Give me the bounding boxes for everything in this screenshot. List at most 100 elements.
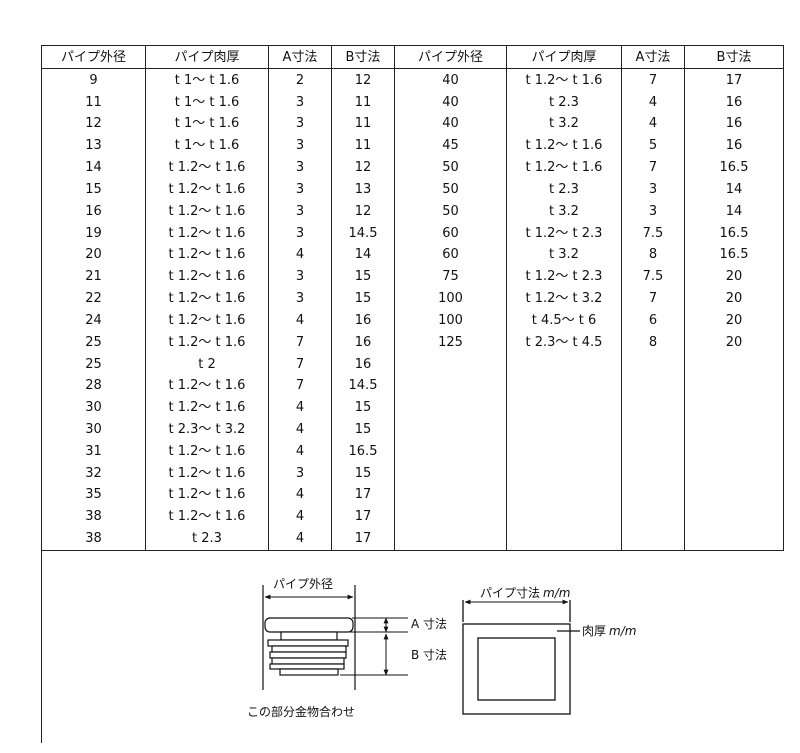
cell-left-b: 16: [331, 331, 395, 354]
cell-right-a: [621, 462, 685, 485]
cell-left-b: 15: [331, 462, 395, 485]
cell-right-wall: [506, 440, 622, 463]
cell-right-od: [394, 484, 507, 506]
cell-left-a: 3: [268, 265, 332, 288]
cell-right-b: [684, 374, 784, 397]
cell-left-od: 11: [41, 91, 146, 113]
diagram-frame: [41, 551, 784, 743]
cell-left-wall: t 1.2〜 t 1.6: [145, 440, 269, 463]
cell-left-b: 14.5: [331, 222, 395, 244]
cell-right-od: 100: [394, 287, 507, 310]
cell-left-b: 16: [331, 353, 395, 375]
cell-left-b: 11: [331, 91, 395, 113]
cell-left-wall: t 1.2〜 t 1.6: [145, 222, 269, 244]
cell-right-a: [621, 353, 685, 375]
cell-left-od: 38: [41, 527, 146, 551]
cell-right-wall: t 1.2〜 t 3.2: [506, 287, 622, 310]
cell-left-wall: t 1.2〜 t 1.6: [145, 462, 269, 485]
cell-right-od: 50: [394, 200, 507, 223]
cell-right-od: 100: [394, 309, 507, 332]
cell-left-b: 13: [331, 178, 395, 201]
cell-right-a: 4: [621, 113, 685, 135]
header-left-od: パイプ外径: [41, 45, 146, 69]
cell-right-wall: [506, 418, 622, 441]
cell-left-a: 3: [268, 200, 332, 223]
cell-right-od: 125: [394, 331, 507, 354]
cell-right-od: 50: [394, 156, 507, 179]
cell-right-a: 6: [621, 309, 685, 332]
cell-left-wall: t 1〜 t 1.6: [145, 134, 269, 157]
cell-left-b: 11: [331, 113, 395, 135]
cell-left-od: 30: [41, 418, 146, 441]
cell-right-wall: [506, 353, 622, 375]
cell-right-b: [684, 353, 784, 375]
cell-right-b: [684, 527, 784, 551]
header-left-wall: パイプ肉厚: [145, 45, 269, 69]
cell-right-wall: [506, 374, 622, 397]
header-left-a: A寸法: [268, 45, 332, 69]
cell-left-a: 4: [268, 243, 332, 266]
cell-right-wall: t 1.2〜 t 1.6: [506, 156, 622, 179]
cell-right-od: 40: [394, 113, 507, 135]
cell-right-b: [684, 462, 784, 485]
cell-left-a: 3: [268, 156, 332, 179]
cell-left-od: 13: [41, 134, 146, 157]
cell-left-a: 3: [268, 113, 332, 135]
cell-left-a: 3: [268, 178, 332, 201]
cell-left-b: 16.5: [331, 440, 395, 463]
cell-left-od: 9: [41, 68, 146, 92]
cell-right-b: 17: [684, 68, 784, 92]
cell-right-od: [394, 374, 507, 397]
cell-right-wall: [506, 396, 622, 419]
cell-right-b: 20: [684, 331, 784, 354]
cell-right-od: [394, 418, 507, 441]
cell-right-a: 7: [621, 68, 685, 92]
cell-left-a: 4: [268, 418, 332, 441]
cell-left-b: 15: [331, 396, 395, 419]
cell-left-a: 4: [268, 309, 332, 332]
cell-right-od: 60: [394, 222, 507, 244]
cell-left-od: 28: [41, 374, 146, 397]
cell-left-wall: t 2: [145, 353, 269, 375]
cell-left-od: 20: [41, 243, 146, 266]
cell-left-od: 38: [41, 505, 146, 528]
cell-right-b: 20: [684, 309, 784, 332]
cell-left-od: 31: [41, 440, 146, 463]
cell-left-b: 12: [331, 156, 395, 179]
cell-left-wall: t 1.2〜 t 1.6: [145, 200, 269, 223]
cell-left-a: 3: [268, 462, 332, 485]
header-right-a: A寸法: [621, 45, 685, 69]
cell-right-a: 8: [621, 331, 685, 354]
cell-left-a: 3: [268, 287, 332, 310]
cell-right-wall: [506, 462, 622, 485]
cell-left-wall: t 1.2〜 t 1.6: [145, 396, 269, 419]
cell-right-wall: t 1.2〜 t 2.3: [506, 222, 622, 244]
cell-right-a: 3: [621, 178, 685, 201]
cell-left-b: 12: [331, 200, 395, 223]
cell-left-od: 25: [41, 353, 146, 375]
cell-right-od: [394, 396, 507, 419]
cell-left-wall: t 1.2〜 t 1.6: [145, 309, 269, 332]
cell-right-b: 16: [684, 91, 784, 113]
header-left-b: B寸法: [331, 45, 395, 69]
cell-left-wall: t 1.2〜 t 1.6: [145, 178, 269, 201]
cell-right-b: 16.5: [684, 243, 784, 266]
cell-right-od: [394, 353, 507, 375]
cell-left-b: 11: [331, 134, 395, 157]
cell-left-od: 15: [41, 178, 146, 201]
header-right-b: B寸法: [684, 45, 784, 69]
cell-left-wall: t 1〜 t 1.6: [145, 68, 269, 92]
cell-left-b: 15: [331, 287, 395, 310]
table-header-row: パイプ外径 パイプ肉厚 A寸法 B寸法 パイプ外径 パイプ肉厚 A寸法 B寸法: [41, 45, 784, 69]
